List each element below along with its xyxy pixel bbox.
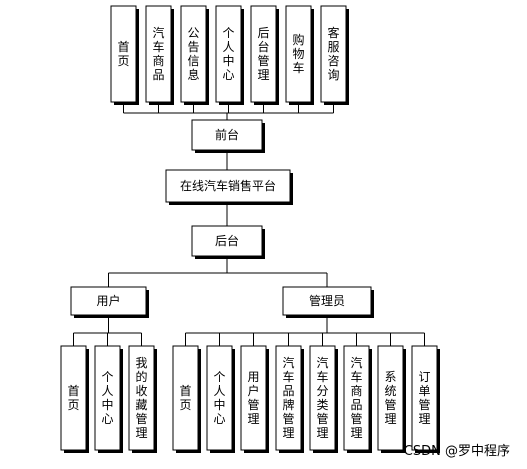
frontend-node-label: 前台 [215, 127, 239, 142]
frontend-node-frame [191, 119, 263, 151]
admin-module-0-label: 首页 [179, 384, 191, 412]
role-user-label: 用户 [96, 293, 120, 308]
diagram-nodes: 首页汽车商品公告信息个人中心后台管理购物车客服咨询前台在线汽车销售平台后台用户管… [60, 5, 440, 453]
admin-module-2: 用户管理 [240, 345, 269, 453]
backend-node: 后台 [191, 225, 265, 259]
frontend-module-4: 后台管理 [250, 5, 279, 105]
admin-module-7-label: 订单管理 [418, 370, 430, 426]
admin-module-5-frame [343, 345, 370, 451]
frontend-module-5: 购物车 [285, 5, 314, 105]
user-module-0-label: 首页 [67, 384, 79, 412]
user-module-2: 我的收藏管理 [128, 345, 157, 453]
admin-module-3: 汽车品牌管理 [275, 345, 304, 453]
frontend-module-0-label: 首页 [117, 40, 129, 68]
admin-module-5: 汽车商品管理 [343, 345, 372, 453]
frontend-module-5-label: 购物车 [292, 32, 304, 75]
admin-module-1: 个人中心 [206, 345, 235, 453]
frontend-module-6-label: 客服咨询 [327, 25, 339, 82]
admin-module-7-frame [411, 345, 438, 451]
user-module-0-frame [60, 345, 87, 451]
admin-module-0-frame [172, 345, 199, 451]
role-user: 用户 [70, 286, 149, 318]
frontend-module-1-frame [145, 5, 172, 103]
frontend-module-4-frame [250, 5, 277, 103]
admin-module-6-label: 系统管理 [384, 370, 396, 426]
backend-node-frame [191, 225, 263, 257]
admin-module-1-frame [206, 345, 233, 451]
admin-module-2-label: 用户管理 [247, 370, 259, 426]
frontend-module-1: 汽车商品 [145, 5, 174, 105]
frontend-module-0: 首页 [110, 5, 139, 105]
frontend-module-6-frame [320, 5, 347, 103]
frontend-module-2-frame [180, 5, 207, 103]
admin-module-6: 系统管理 [377, 345, 406, 453]
frontend-module-4-label: 后台管理 [257, 26, 269, 82]
role-admin-label: 管理员 [309, 293, 345, 308]
admin-module-3-label: 汽车品牌管理 [282, 355, 294, 440]
frontend-module-5-frame [285, 5, 312, 103]
frontend-module-2-label: 公告信息 [187, 26, 199, 82]
user-module-2-label: 我的收藏管理 [135, 356, 147, 440]
user-module-1: 个人中心 [94, 345, 123, 453]
watermark: CSDN @罗中程序 [404, 444, 510, 459]
admin-module-4-frame [309, 345, 336, 451]
admin-module-2-frame [240, 345, 267, 451]
admin-module-7: 订单管理 [411, 345, 440, 453]
system-node-frame [165, 169, 291, 203]
user-module-1-label: 个人中心 [101, 370, 113, 426]
admin-module-4: 汽车分类管理 [309, 345, 338, 453]
frontend-node: 前台 [191, 119, 265, 153]
frontend-module-6: 客服咨询 [320, 5, 349, 105]
admin-module-1-label: 个人中心 [213, 370, 225, 426]
admin-module-4-label: 汽车分类管理 [316, 355, 328, 440]
frontend-module-3-label: 个人中心 [222, 26, 234, 82]
backend-node-label: 后台 [215, 233, 239, 248]
admin-module-0: 首页 [172, 345, 201, 453]
system-node-label: 在线汽车销售平台 [180, 178, 276, 193]
user-module-1-frame [94, 345, 121, 451]
admin-module-5-label: 汽车商品管理 [350, 355, 362, 440]
user-module-0: 首页 [60, 345, 89, 453]
admin-module-3-frame [275, 345, 302, 451]
frontend-module-0-frame [110, 5, 137, 103]
role-user-frame [70, 286, 147, 316]
frontend-module-3-frame [215, 5, 242, 103]
admin-module-6-frame [377, 345, 404, 451]
frontend-module-1-label: 汽车商品 [152, 25, 164, 82]
frontend-module-2: 公告信息 [180, 5, 209, 105]
frontend-module-3: 个人中心 [215, 5, 244, 105]
system-node: 在线汽车销售平台 [165, 169, 293, 205]
role-admin-frame [282, 286, 372, 316]
role-admin: 管理员 [282, 286, 374, 318]
user-module-2-frame [128, 345, 155, 451]
